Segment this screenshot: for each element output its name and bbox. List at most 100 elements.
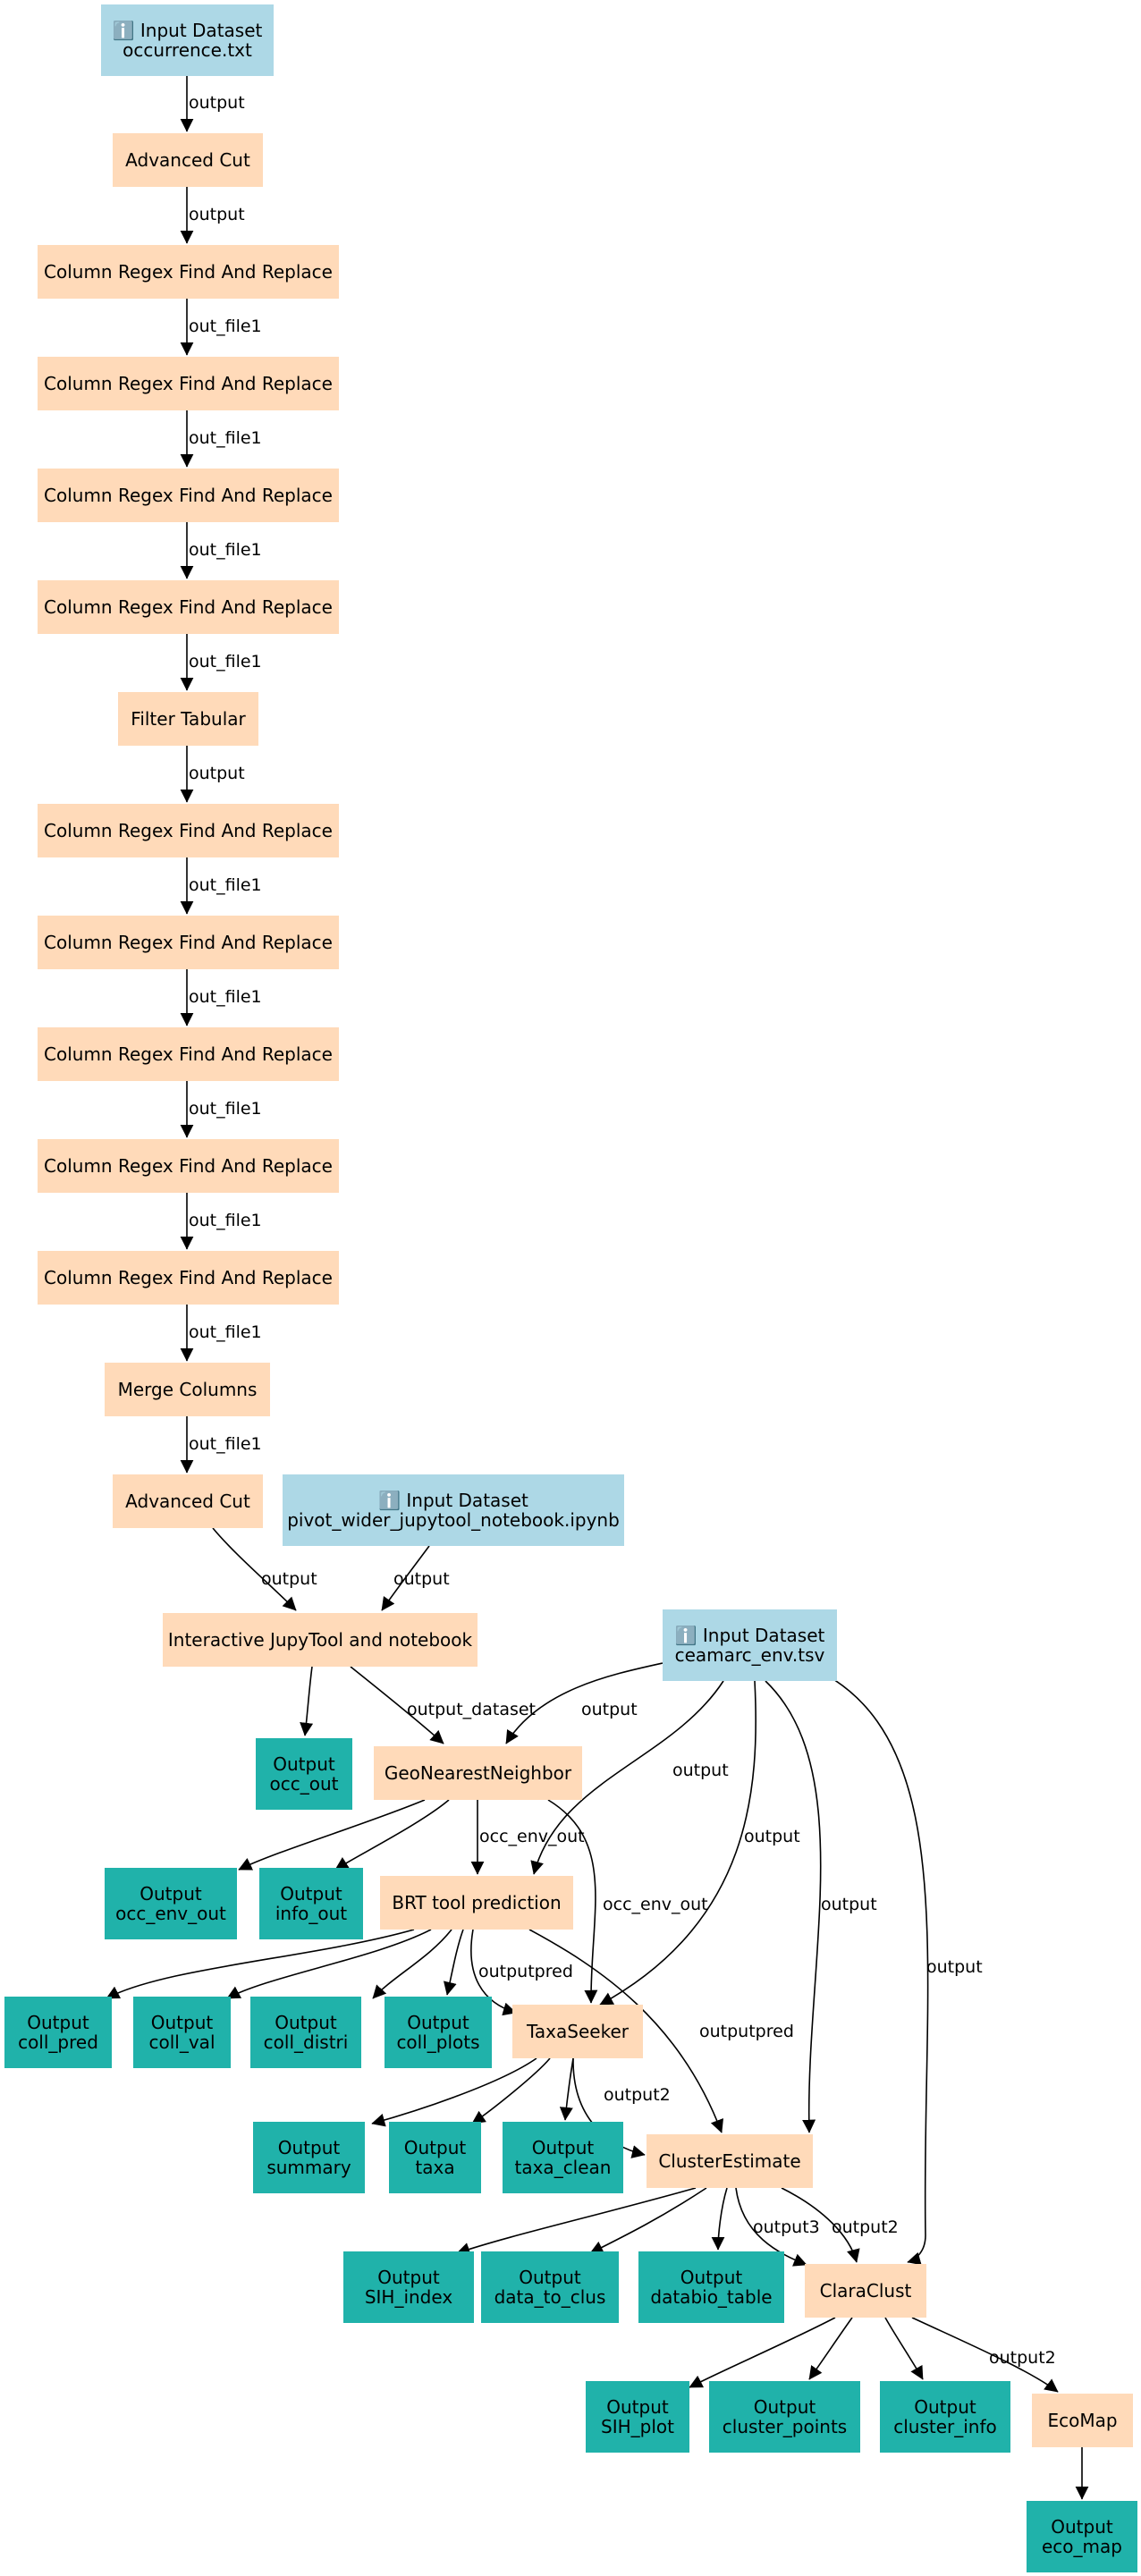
tool-node-re4[interactable]: Column Regex Find And Replace	[38, 580, 339, 634]
tool-node-brt[interactable]: BRT tool prediction	[380, 1876, 573, 1930]
edge-label: occ_env_out	[479, 1827, 585, 1846]
node-subtitle: taxa_clean	[514, 2157, 612, 2178]
tool-node-geo[interactable]: GeoNearestNeighbor	[374, 1746, 582, 1800]
edge-label: out_file1	[189, 317, 262, 336]
tool-node-eco[interactable]: EcoMap	[1032, 2394, 1133, 2447]
node-title: Interactive JupyTool and notebook	[167, 1629, 473, 1651]
edge-in3-to-clus: output	[765, 1680, 877, 2133]
tool-node-clara[interactable]: ClaraClust	[805, 2264, 926, 2318]
edge-connector	[372, 1929, 452, 1999]
edge-in2-to-jup: output	[381, 1545, 450, 1611]
edge-label: output	[393, 1569, 450, 1589]
node-subtitle: summary	[266, 2157, 351, 2178]
node-title: Column Regex Find And Replace	[44, 261, 333, 283]
tool-node-re6[interactable]: Column Regex Find And Replace	[38, 916, 339, 969]
edge-brt-to-clus: outputpred	[528, 1929, 794, 2133]
edge-connector	[106, 1929, 415, 1999]
edge-in3-to-brt: output	[530, 1680, 729, 1875]
node-title: Filter Tabular	[131, 708, 246, 730]
node-title: ℹ️ Input Dataset	[113, 21, 263, 40]
edge-connector	[808, 2317, 853, 2380]
node-title: Output	[407, 2012, 469, 2033]
node-subtitle: info_out	[275, 1903, 348, 1924]
node-subtitle: SIH_index	[364, 2286, 453, 2308]
edge-brt-to-taxa: outputpred	[470, 1929, 573, 2016]
info-icon: ℹ️	[378, 1490, 401, 1511]
node-title: Output	[403, 2137, 467, 2158]
edge-taxa-to-o_tclean	[559, 2057, 574, 2121]
edge-connector	[711, 2187, 728, 2251]
edge-clus-to-clara: output2	[781, 2187, 899, 2263]
node-subtitle: taxa	[415, 2157, 455, 2178]
tool-node-re2[interactable]: Column Regex Find And Replace	[38, 357, 339, 410]
edge-re7-to-re8: out_file1	[180, 1081, 262, 1138]
edge-connector	[226, 1929, 432, 1999]
node-subtitle: coll_pred	[18, 2031, 98, 2053]
edge-label: output2	[832, 2217, 899, 2237]
tool-node-re5[interactable]: Column Regex Find And Replace	[38, 804, 339, 857]
tool-node-re9[interactable]: Column Regex Find And Replace	[38, 1251, 339, 1305]
tool-node-clus[interactable]: ClusterEstimate	[647, 2134, 813, 2188]
edge-label: output	[672, 1761, 729, 1780]
info-icon: ℹ️	[674, 1625, 697, 1646]
edge-clus-to-clara: output3	[735, 2187, 820, 2267]
tool-node-cut2[interactable]: Advanced Cut	[113, 1474, 263, 1528]
node-subtitle: SIH_plot	[601, 2416, 674, 2437]
node-title: Advanced Cut	[125, 1491, 250, 1512]
edge-label: output	[744, 1827, 800, 1846]
node-title: Column Regex Find And Replace	[44, 1155, 333, 1177]
tool-node-taxa[interactable]: TaxaSeeker	[512, 2005, 643, 2058]
edge-re4-to-filt: out_file1	[180, 634, 262, 691]
node-title: Column Regex Find And Replace	[44, 820, 333, 841]
edge-clara-to-o_cinfo	[884, 2317, 924, 2380]
edge-re2-to-re3: out_file1	[180, 410, 262, 468]
edge-taxa-to-o_sum	[371, 2057, 537, 2127]
tool-node-cut1[interactable]: Advanced Cut	[113, 133, 263, 187]
edge-clara-to-o_sihp	[689, 2317, 836, 2388]
node-title: Column Regex Find And Replace	[44, 932, 333, 953]
edge-label: output3	[753, 2217, 820, 2237]
tool-node-re7[interactable]: Column Regex Find And Replace	[38, 1027, 339, 1081]
edge-in3-to-taxa: output	[599, 1680, 800, 2006]
tool-node-filt[interactable]: Filter Tabular	[118, 692, 258, 746]
node-title: Column Regex Find And Replace	[44, 373, 333, 394]
tool-node-re3[interactable]: Column Regex Find And Replace	[38, 469, 339, 522]
tool-node-re8[interactable]: Column Regex Find And Replace	[38, 1139, 339, 1193]
edge-label: occ_env_out	[603, 1895, 708, 1914]
tool-node-merge[interactable]: Merge Columns	[105, 1363, 270, 1416]
edge-connector	[911, 2317, 1059, 2393]
node-title: Output	[275, 2012, 337, 2033]
edge-jup-to-o_occ	[300, 1666, 314, 1736]
edge-connector	[528, 1929, 723, 2133]
edge-label: outputpred	[699, 2022, 794, 2041]
node-title: Column Regex Find And Replace	[44, 596, 333, 618]
node-subtitle: databio_table	[650, 2286, 773, 2308]
node-title: BRT tool prediction	[392, 1892, 562, 1913]
node-title: Output	[680, 2267, 743, 2288]
edge-label: output	[261, 1569, 317, 1589]
edge-label: output	[189, 205, 245, 224]
tool-node-re1[interactable]: Column Regex Find And Replace	[38, 245, 339, 299]
tool-node-jup[interactable]: Interactive JupyTool and notebook	[163, 1613, 478, 1667]
